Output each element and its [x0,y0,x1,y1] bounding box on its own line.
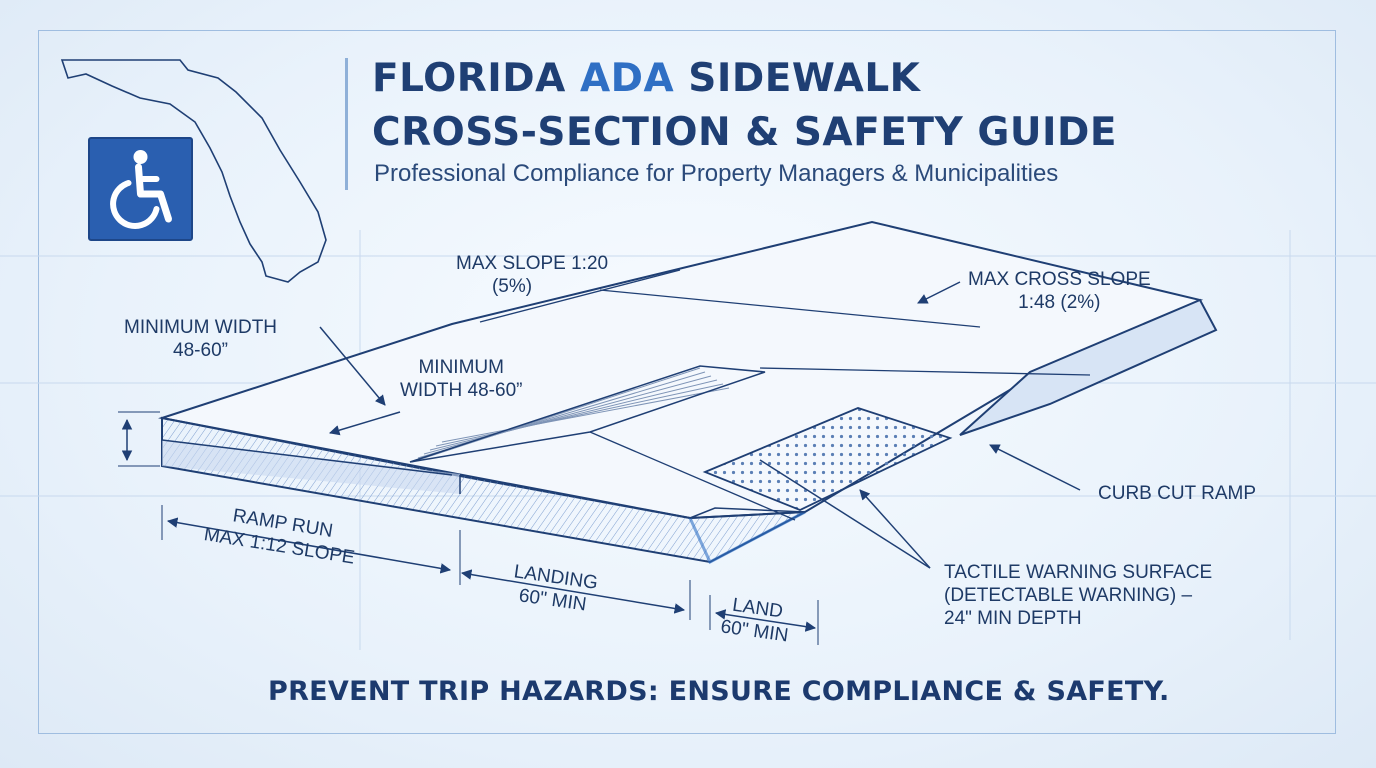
label-tactile-warning: TACTILE WARNING SURFACE(DETECTABLE WARNI… [944,562,1213,629]
title-divider [345,58,348,190]
wheelchair-accessibility-icon [88,137,193,241]
page-title: FLORIDA ADA SIDEWALK CROSS-SECTION & SAF… [372,56,1118,155]
page-subtitle: Professional Compliance for Property Man… [374,160,1059,187]
footer-banner: PREVENT TRIP HAZARDS: ENSURE COMPLIANCE … [268,676,1170,707]
label-curb-cut-ramp: CURB CUT RAMP [1098,483,1256,504]
label-max-slope: MAX SLOPE 1:20(5%) [456,253,609,297]
title-highlight: ADA [579,56,675,101]
blueprint-frame [38,30,1336,734]
curb-cut-ramp [959,298,1218,436]
florida-map-icon [60,59,327,283]
tactile-warning-pad [702,407,953,511]
